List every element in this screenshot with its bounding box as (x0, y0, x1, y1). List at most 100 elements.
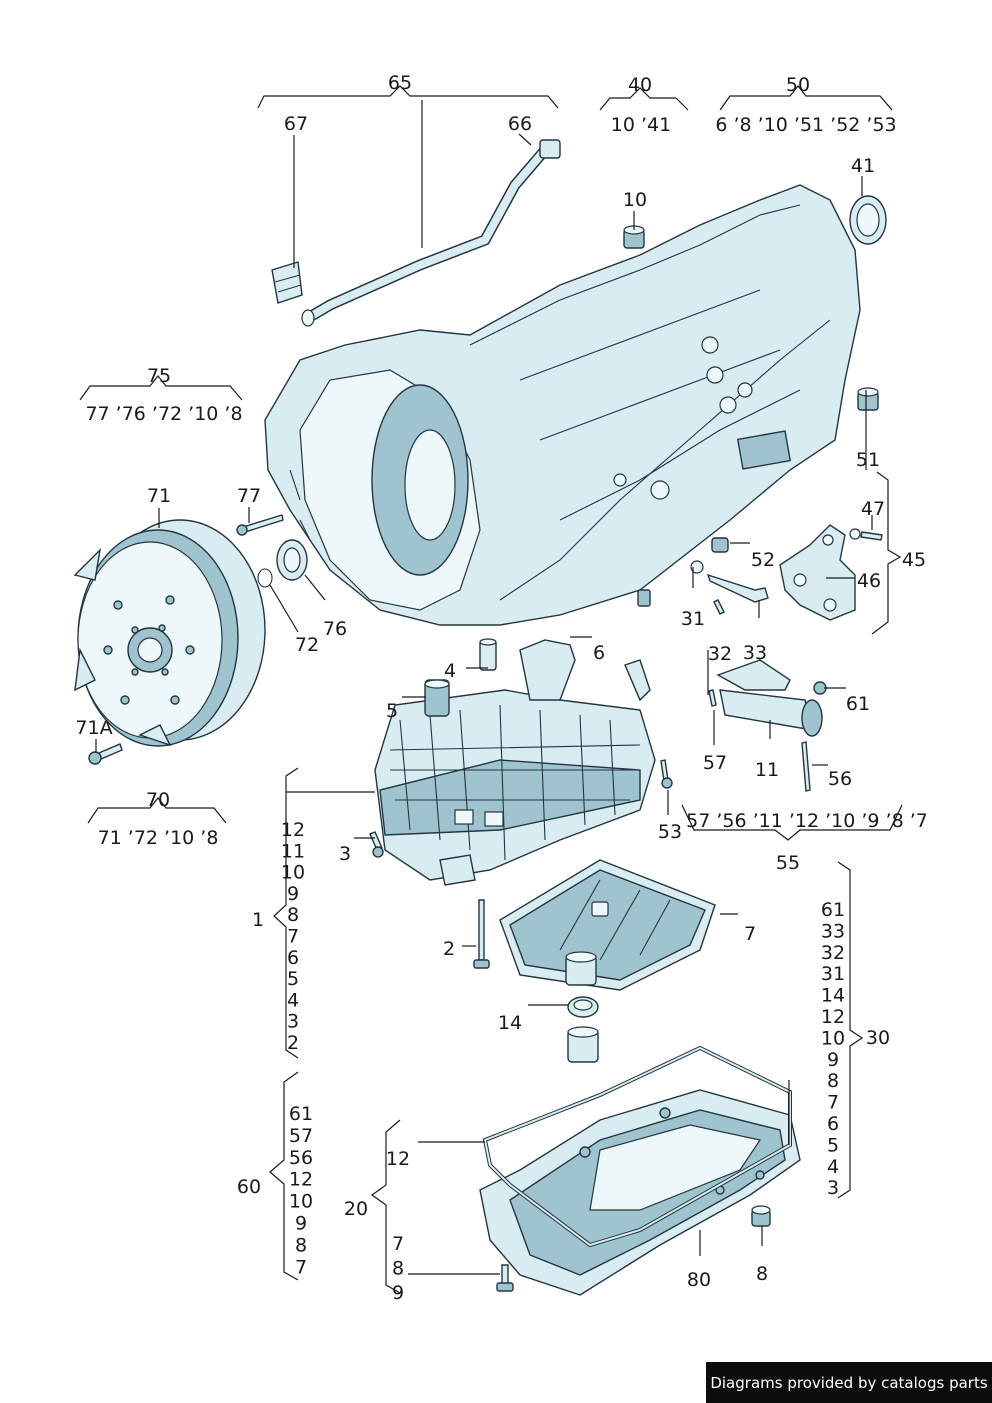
list-item-30-6: 10 (821, 1027, 845, 1049)
list-item-60-3: 12 (289, 1169, 313, 1191)
label-70-sublist: 71 ’72 ’10 ’8 (98, 827, 219, 849)
oil-pan (479, 1089, 801, 1296)
bolt-2 (478, 899, 485, 961)
label-41: 41 (851, 155, 875, 177)
label-65: 65 (388, 72, 412, 94)
plug-52 (711, 537, 729, 553)
list-item-60-0: 61 (289, 1103, 313, 1125)
label-72: 72 (295, 634, 319, 656)
list-item-30-1: 33 (821, 920, 845, 942)
label-33: 33 (743, 642, 767, 664)
label-40: 40 (628, 74, 652, 96)
label-61: 61 (846, 693, 870, 715)
label-47: 47 (861, 498, 885, 520)
bolt-9 (501, 1264, 509, 1286)
label-11: 11 (755, 759, 779, 781)
list-item-1-10: 2 (287, 1032, 299, 1054)
label-75: 75 (147, 365, 171, 387)
accumulator-11 (708, 659, 827, 792)
label-2: 2 (443, 938, 455, 960)
label-57: 57 (703, 752, 727, 774)
label-14: 14 (498, 1012, 522, 1034)
list-item-60-4: 10 (289, 1191, 313, 1213)
filter-7 (499, 859, 716, 991)
label-52: 52 (751, 549, 775, 571)
label-60: 60 (237, 1176, 261, 1198)
label-50: 50 (786, 74, 810, 96)
label-71A: 71A (75, 717, 112, 739)
list-item-60-7: 7 (295, 1256, 307, 1278)
label-8: 8 (756, 1263, 768, 1285)
rod-33 (706, 573, 769, 603)
label-20: 20 (344, 1198, 368, 1220)
list-item-30-8: 8 (827, 1070, 839, 1092)
o-ring-72 (257, 568, 273, 588)
list-item-60-5: 9 (295, 1213, 307, 1235)
list-item-30-7: 9 (827, 1049, 839, 1071)
seal-14-lower (567, 1026, 599, 1063)
label-56: 56 (828, 768, 852, 790)
list-item-20-2: 9 (392, 1282, 404, 1304)
credit-text: Diagrams provided by catalogs parts (710, 1373, 988, 1392)
label-1: 1 (252, 909, 264, 931)
valve-body (369, 638, 673, 886)
label-30: 30 (866, 1027, 890, 1049)
list-item-60-1: 57 (289, 1125, 313, 1147)
label-55-sublist: 57 ’56 ’11 ’12 ’10 ’9 ’8 ’7 (686, 810, 928, 832)
list-item-1-7: 5 (287, 968, 299, 990)
label-80: 80 (687, 1269, 711, 1291)
label-12-gasket: 12 (386, 1148, 410, 1170)
label-31: 31 (681, 608, 705, 630)
label-76: 76 (323, 618, 347, 640)
list-item-1-1: 11 (281, 840, 305, 862)
list-item-1-6: 6 (287, 947, 299, 969)
list-item-30-11: 5 (827, 1134, 839, 1156)
list-item-20-1: 8 (392, 1258, 404, 1280)
label-51: 51 (856, 449, 880, 471)
list-item-1-5: 7 (287, 926, 299, 948)
label-55: 55 (776, 852, 800, 874)
callout-labels: 65 67 66 40 10 ’41 50 6 ’8 ’10 ’51 ’52 ’… (75, 72, 927, 1291)
pipe-clip (271, 261, 303, 304)
list-item-60-6: 8 (295, 1234, 307, 1256)
label-32: 32 (708, 643, 732, 665)
leader-lines (79, 85, 903, 1294)
oil-pipe (301, 139, 561, 327)
list-item-30-3: 31 (821, 963, 845, 985)
label-10: 10 (623, 189, 647, 211)
label-50-sublist: 6 ’8 ’10 ’51 ’52 ’53 (715, 114, 896, 136)
list-item-30-13: 3 (827, 1177, 839, 1199)
drain-plug-8 (751, 1205, 771, 1227)
torque-converter (73, 519, 266, 747)
list-item-1-8: 4 (287, 989, 299, 1011)
label-40-sublist: 10 ’41 (611, 114, 671, 136)
credit-banner: Diagrams provided by catalogs parts (706, 1362, 992, 1403)
label-66: 66 (508, 113, 532, 135)
label-53: 53 (658, 821, 682, 843)
label-6: 6 (593, 642, 605, 664)
plug-51 (857, 387, 879, 411)
list-item-30-5: 12 (821, 1006, 845, 1028)
list-item-1-3: 9 (287, 883, 299, 905)
screw-47 (860, 531, 883, 541)
label-4: 4 (444, 660, 456, 682)
list-item-30-2: 32 (821, 942, 845, 964)
list-item-1-4: 8 (287, 904, 299, 926)
list-item-30-9: 7 (827, 1092, 839, 1114)
list-item-30-10: 6 (827, 1113, 839, 1135)
list-item-20-0: 7 (392, 1233, 404, 1255)
list-item-30-12: 4 (827, 1156, 839, 1178)
label-45: 45 (902, 549, 926, 571)
list-item-30-0: 61 (821, 899, 845, 921)
list-item-1-9: 3 (287, 1011, 299, 1033)
list-item-30-4: 14 (821, 985, 845, 1007)
o-ring-31 (690, 560, 704, 574)
label-71: 71 (147, 485, 171, 507)
label-3: 3 (339, 843, 351, 865)
label-70: 70 (146, 789, 170, 811)
list-item-1-0: 12 (281, 819, 305, 841)
